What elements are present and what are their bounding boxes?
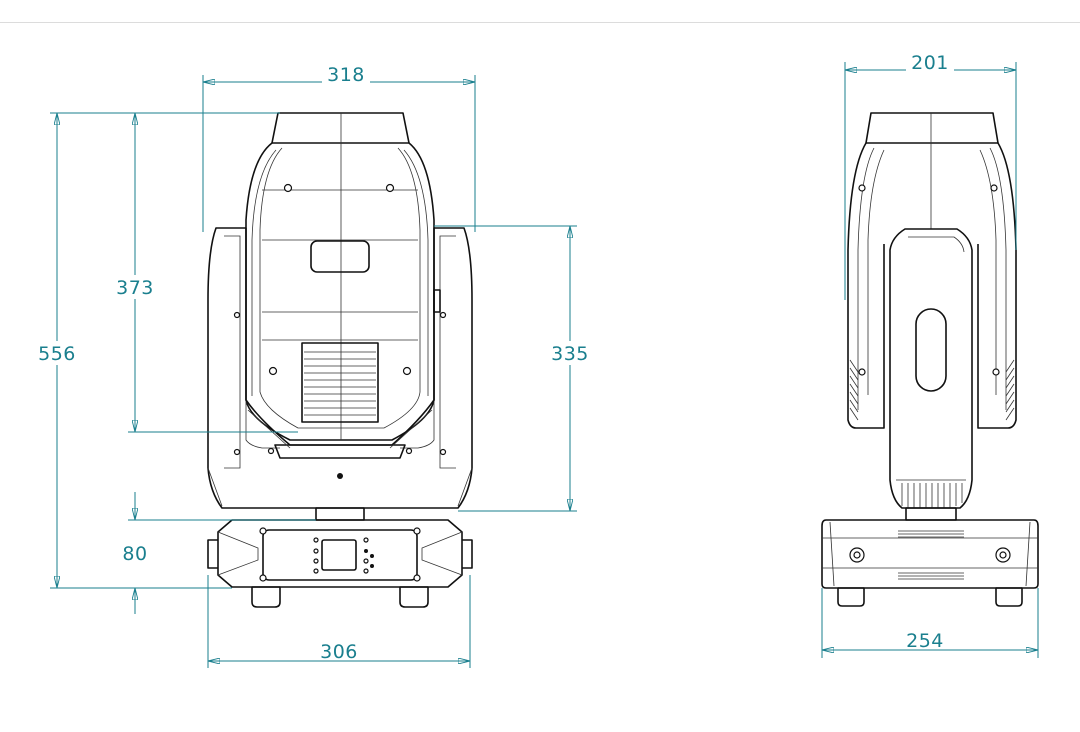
side-base-width-label: 254 xyxy=(906,630,944,652)
dimension-labels: 318 556 373 80 335 306 201 254 xyxy=(35,52,954,663)
total-height-label: 556 xyxy=(38,343,76,365)
header-divider xyxy=(0,22,1080,23)
side-view xyxy=(821,112,1039,607)
front-view xyxy=(207,112,473,608)
front-width-top-label: 318 xyxy=(327,64,365,86)
front-base-width-label: 306 xyxy=(320,641,358,663)
side-width-top-label: 201 xyxy=(911,52,949,74)
arm-height-label: 335 xyxy=(551,343,589,365)
base-height-label: 80 xyxy=(122,543,147,565)
head-height-label: 373 xyxy=(116,277,154,299)
